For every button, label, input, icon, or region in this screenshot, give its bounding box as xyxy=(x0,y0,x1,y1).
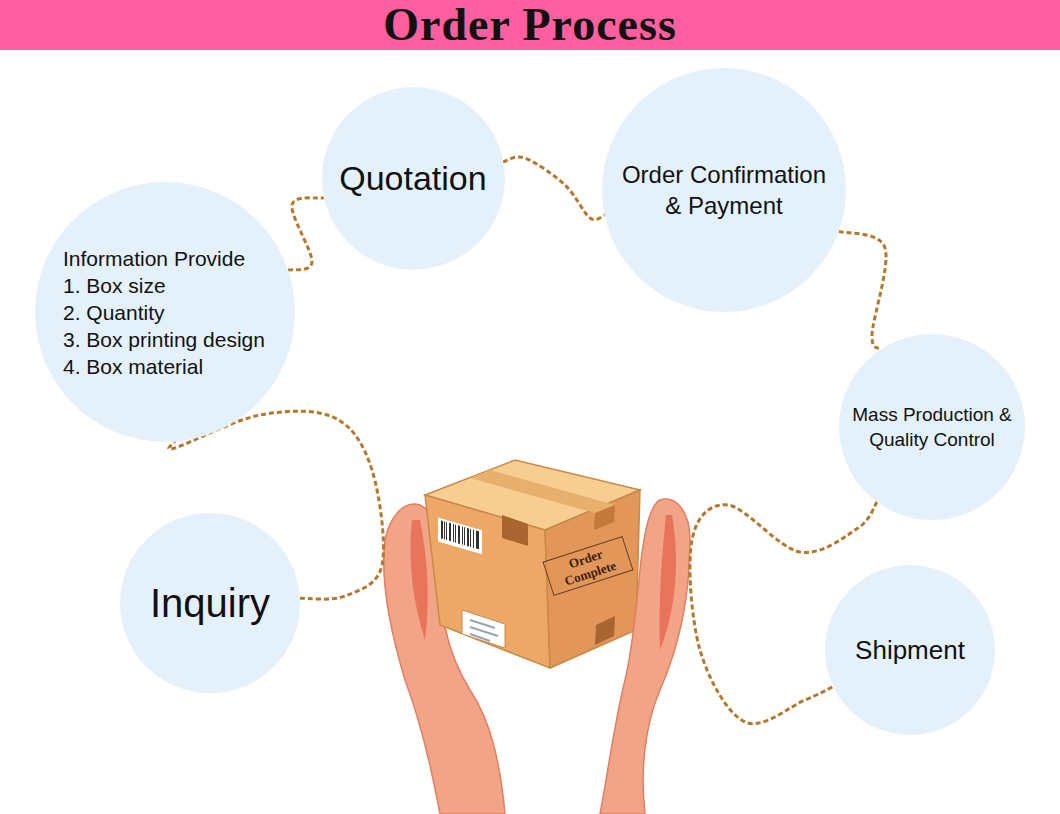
node-text: Information Provide xyxy=(63,245,267,272)
node-text: Quotation xyxy=(330,156,495,200)
dashed-connector xyxy=(288,198,324,270)
node-text: Inquiry xyxy=(130,577,290,629)
node-text: 3. Box printing design xyxy=(63,326,267,353)
dashed-connector xyxy=(503,157,605,220)
node-text: 2. Quantity xyxy=(63,299,267,326)
node-text: Order Confirmation & Payment xyxy=(613,159,835,221)
inquiry-circle: Inquiry xyxy=(120,513,300,693)
node-text: 4. Box material xyxy=(63,353,267,380)
page-title: Order Process xyxy=(0,0,1060,50)
order-confirmation-circle: Order Confirmation & Payment xyxy=(602,68,846,312)
quotation-circle: Quotation xyxy=(322,87,505,270)
dashed-connector xyxy=(839,231,886,349)
circle-outline xyxy=(602,68,846,312)
circle-outline xyxy=(839,334,1025,520)
node-text: Shipment xyxy=(835,633,985,667)
shipment-circle: Shipment xyxy=(825,565,995,735)
production-circle: Mass Production & Quality Control xyxy=(839,334,1025,520)
information-circle: Information Provide1. Box size2. Quantit… xyxy=(35,182,295,442)
node-text: Mass Production & Quality Control xyxy=(852,402,1012,452)
node-text: 1. Box size xyxy=(63,272,267,299)
